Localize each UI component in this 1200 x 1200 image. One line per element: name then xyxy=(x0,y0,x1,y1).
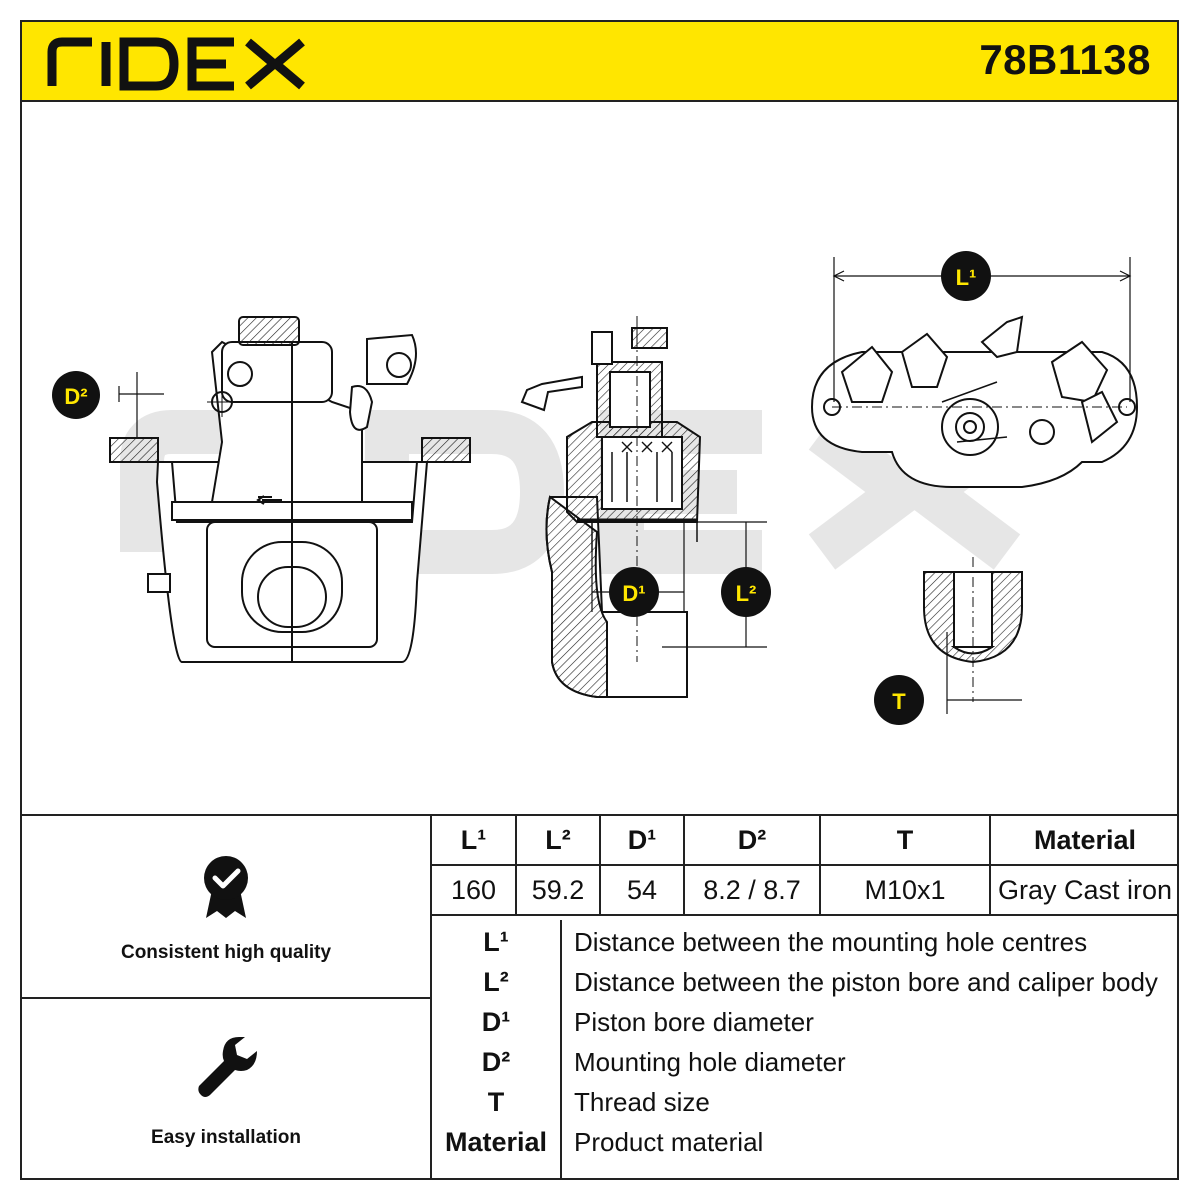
spec-value-t: M10x1 xyxy=(819,864,991,916)
header-bar: 78B1138 xyxy=(22,22,1177,102)
d2-callout: D² xyxy=(52,371,164,437)
product-sheet: 78B1138 xyxy=(20,20,1179,1180)
part-number: 78B1138 xyxy=(979,36,1151,83)
legend-description: Piston bore diameter xyxy=(574,1007,814,1037)
feature-quality: Consistent high quality xyxy=(22,816,430,999)
spec-value-l1: 160 xyxy=(432,864,517,916)
feature-installation: Easy installation xyxy=(22,999,430,1180)
legend-divider xyxy=(560,920,562,1180)
legend-description: Distance between the mounting hole centr… xyxy=(574,927,1088,957)
legend-description: Distance between the piston bore and cal… xyxy=(574,967,1158,997)
spec-value-l2: 59.2 xyxy=(515,864,601,916)
legend-row: D¹ Piston bore diameter xyxy=(432,1002,1179,1042)
legend-symbol: L¹ xyxy=(483,927,509,957)
spec-header-l2: L² xyxy=(515,816,601,866)
legend-row: L² Distance between the piston bore and … xyxy=(432,962,1179,1002)
legend-description: Mounting hole diameter xyxy=(574,1047,846,1077)
technical-drawing: D² xyxy=(22,102,1177,814)
l1-dimension xyxy=(832,257,1132,402)
feature-quality-label: Consistent high quality xyxy=(120,942,332,963)
legend-row: Material Product material xyxy=(432,1122,1179,1162)
spec-header-material: Material xyxy=(989,816,1179,866)
feature-panel: Consistent high quality Easy installatio… xyxy=(22,816,432,1180)
legend-row: L¹ Distance between the mounting hole ce… xyxy=(432,922,1179,962)
caliper-cross-section xyxy=(520,316,702,698)
t-callout: T xyxy=(874,675,924,725)
legend-symbol: D² xyxy=(481,1047,511,1077)
legend-symbol: D¹ xyxy=(481,1007,511,1037)
legend-description: Thread size xyxy=(574,1087,710,1117)
spec-header-row: L¹ L² D¹ D² T Material xyxy=(432,816,1179,866)
feature-installation-label: Easy installation xyxy=(151,1127,301,1148)
spec-value-material: Gray Cast iron xyxy=(989,864,1179,916)
spec-header-t: T xyxy=(819,816,991,866)
legend-row: T Thread size xyxy=(432,1082,1179,1122)
specification-area: Consistent high quality Easy installatio… xyxy=(22,814,1179,1180)
l1-label: L¹ xyxy=(956,265,977,290)
l2-callout: L² xyxy=(721,567,771,617)
spec-value-d2: 8.2 / 8.7 xyxy=(683,864,821,916)
caliper-side-view xyxy=(109,316,471,663)
spec-header-l1: L¹ xyxy=(432,816,517,866)
wrench-icon xyxy=(193,1033,259,1104)
spec-header-d1: D¹ xyxy=(599,816,685,866)
thread-section xyxy=(923,557,1023,714)
legend-symbol: T xyxy=(487,1087,505,1117)
spec-value-row: 160 59.2 54 8.2 / 8.7 M10x1 Gray Cast ir… xyxy=(432,864,1179,916)
l1-callout: L¹ xyxy=(941,251,991,301)
d1-label: D¹ xyxy=(622,581,645,606)
l2-label: L² xyxy=(736,581,757,606)
t-label: T xyxy=(892,689,906,714)
legend-symbol: Material xyxy=(444,1127,548,1157)
caliper-top-view xyxy=(810,315,1139,488)
d1-callout: D¹ xyxy=(609,567,659,617)
legend-symbol: L² xyxy=(483,967,509,997)
quality-badge-icon xyxy=(200,854,252,925)
spec-table: L¹ L² D¹ D² T Material 160 59.2 54 8.2 /… xyxy=(432,816,1179,916)
spec-header-d2: D² xyxy=(683,816,821,866)
legend-table: L¹ Distance between the mounting hole ce… xyxy=(432,920,1179,1180)
spec-value-d1: 54 xyxy=(599,864,685,916)
d2-label: D² xyxy=(64,384,87,409)
legend-row: D² Mounting hole diameter xyxy=(432,1042,1179,1082)
legend-description: Product material xyxy=(574,1127,764,1157)
brand-logo xyxy=(44,30,324,99)
